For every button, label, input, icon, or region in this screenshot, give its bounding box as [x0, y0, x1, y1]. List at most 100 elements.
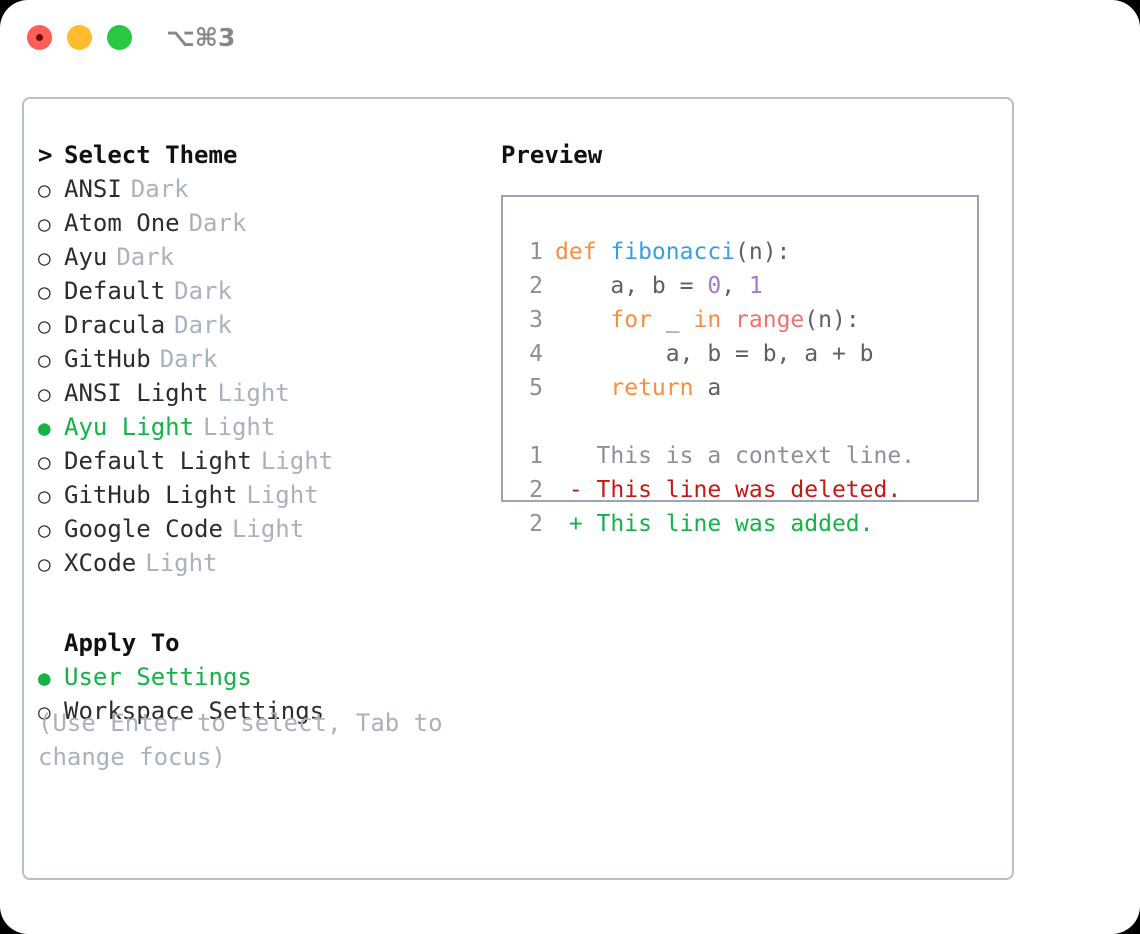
theme-variant-badge: Light — [145, 549, 218, 577]
apply-to-label: User Settings — [64, 663, 252, 691]
theme-name: Google Code — [64, 515, 223, 543]
radio-unselected-icon: ○ — [38, 280, 51, 304]
code-line: 3 for _ in range(n): — [517, 303, 915, 337]
select-theme-title: Select Theme — [64, 141, 238, 169]
theme-variant-badge: Light — [260, 447, 334, 475]
code-token: (n): — [804, 307, 860, 333]
apply-to-option-user-settings[interactable]: ● User Settings — [38, 663, 478, 697]
apply-to-option-list: ● User Settings ○ Workspace Settings — [38, 663, 478, 731]
theme-name: ANSI Light — [64, 379, 209, 407]
apply-to-title: Apply To — [64, 629, 180, 657]
theme-option-default-light[interactable]: ○ Default Light Light — [38, 447, 478, 481]
select-theme-header: > Select Theme — [38, 141, 478, 175]
theme-variant-badge: Dark — [130, 175, 189, 203]
theme-name: Default Light — [64, 447, 252, 475]
code-token: def — [555, 239, 611, 265]
radio-unselected-icon: ○ — [38, 450, 51, 474]
theme-variant-badge: Dark — [188, 209, 247, 237]
theme-name: XCode — [64, 549, 137, 577]
code-token: (n): — [735, 239, 791, 265]
radio-selected-icon: ● — [38, 416, 51, 440]
line-number: 4 — [529, 341, 543, 367]
preview-title: Preview — [501, 141, 603, 169]
code-token: a — [693, 375, 722, 401]
theme-name: Atom One — [64, 209, 180, 237]
theme-name: GitHub Light — [64, 481, 238, 509]
code-token: _ — [651, 307, 694, 333]
apply-to-label: Workspace Settings — [64, 697, 325, 725]
radio-unselected-icon: ○ — [38, 348, 51, 372]
diff-line: 1 This is a context line. — [517, 439, 915, 473]
code-token: , — [721, 273, 749, 299]
radio-unselected-icon: ○ — [38, 484, 51, 508]
line-number: 2 — [529, 511, 543, 537]
line-number: 5 — [529, 375, 543, 401]
code-token — [555, 375, 610, 401]
theme-variant-badge: Light — [231, 515, 305, 543]
line-number: 2 — [529, 273, 543, 299]
code-token: a, b = b, a + b — [555, 341, 874, 367]
minimize-button[interactable] — [67, 25, 92, 50]
theme-option-github[interactable]: ○ GitHub Dark — [38, 345, 478, 379]
code-line: 2 a, b = 0, 1 — [517, 269, 915, 303]
code-token: in — [693, 307, 722, 333]
code-line: 5 return a — [517, 371, 915, 405]
code-token: fibonacci — [610, 239, 736, 265]
radio-unselected-icon: ○ — [38, 382, 51, 406]
theme-option-google-code[interactable]: ○ Google Code Light — [38, 515, 478, 549]
theme-name: Default — [64, 277, 166, 305]
theme-name: GitHub — [64, 345, 151, 373]
maximize-button[interactable] — [107, 25, 132, 50]
caret-icon: > — [38, 141, 53, 169]
diff-line: 2 - This line was deleted. — [517, 473, 915, 507]
line-number: 3 — [529, 307, 543, 333]
window-titlebar: ⌥⌘3 — [0, 0, 1140, 76]
radio-unselected-icon: ○ — [38, 518, 51, 542]
line-number: 2 — [529, 477, 543, 503]
code-line: 4 a, b = b, a + b — [517, 337, 915, 371]
radio-unselected-icon: ○ — [38, 700, 51, 724]
code-token: for — [610, 307, 652, 333]
theme-variant-badge: Light — [246, 481, 319, 509]
diff-text: - This line was deleted. — [555, 477, 902, 503]
keyboard-shortcut-label: ⌥⌘3 — [166, 23, 236, 52]
code-token — [555, 307, 610, 333]
close-icon — [36, 34, 43, 41]
theme-option-github-light[interactable]: ○ GitHub Light Light — [38, 481, 478, 515]
theme-variant-badge: Light — [203, 413, 276, 441]
code-token: range — [735, 307, 805, 333]
theme-name: Ayu Light — [64, 413, 195, 441]
diff-line: 2 + This line was added. — [517, 507, 915, 541]
code-token: 0 — [707, 273, 722, 299]
code-token: 1 — [748, 273, 763, 299]
theme-variant-badge: Dark — [159, 345, 218, 373]
radio-unselected-icon: ○ — [38, 178, 51, 202]
apply-to-option-workspace-settings[interactable]: ○ Workspace Settings — [38, 697, 478, 731]
theme-variant-badge: Dark — [174, 311, 232, 339]
radio-selected-icon: ● — [38, 666, 51, 690]
line-number: 1 — [529, 443, 543, 469]
radio-unselected-icon: ○ — [38, 314, 51, 338]
spacer-icon: ○ — [38, 634, 64, 655]
apply-to-header: ○ Apply To — [38, 629, 478, 663]
diff-text: + This line was added. — [555, 511, 874, 537]
theme-option-ayu-light[interactable]: ● Ayu Light Light — [38, 413, 478, 447]
code-token: a, b = — [555, 273, 708, 299]
diff-text: This is a context line. — [555, 443, 916, 469]
code-token — [721, 307, 735, 333]
